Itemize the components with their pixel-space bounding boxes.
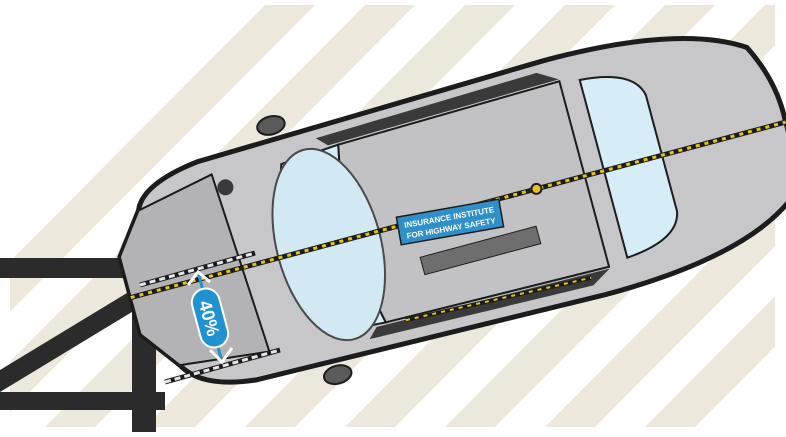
crash-test-illustration: INSURANCE INSTITUTE FOR HIGHWAY SAFETY 4… bbox=[0, 0, 786, 432]
